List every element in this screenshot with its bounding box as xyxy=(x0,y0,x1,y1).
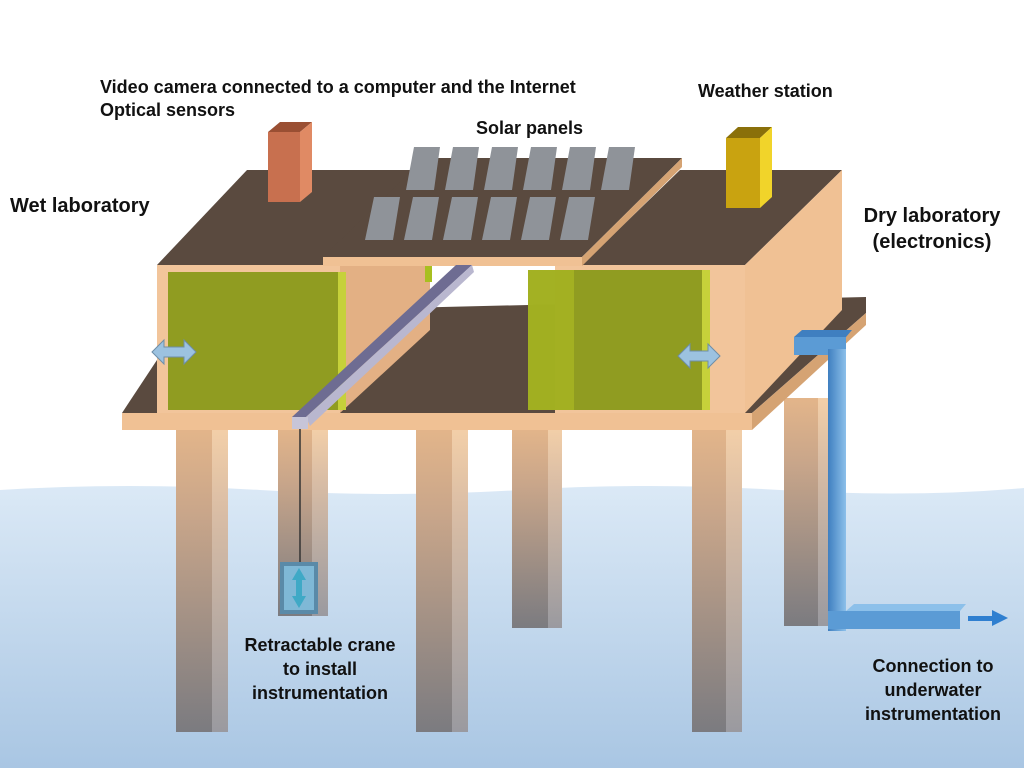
electronics-label: (electronics) xyxy=(872,231,992,253)
crane-label-line1: Retractable crane xyxy=(244,635,396,655)
flow-arrow-icon xyxy=(968,610,1008,626)
weather-station-label: Weather station xyxy=(698,81,833,101)
solar-panels-label: Solar panels xyxy=(476,118,584,138)
crane-label-line3: instrumentation xyxy=(251,683,388,703)
solar-panels xyxy=(365,147,635,240)
connection-label-line3: instrumentation xyxy=(864,704,1001,724)
dry-laboratory xyxy=(528,170,842,413)
double-arrow-icon xyxy=(151,338,721,370)
connection-label-line2: underwater xyxy=(884,680,982,700)
weather-station-box xyxy=(726,127,772,208)
video-camera-box xyxy=(268,122,312,202)
crane-label-line2: to install xyxy=(282,659,357,679)
camera-label: Video camera connected to a computer and… xyxy=(100,77,576,97)
platform-legs xyxy=(176,398,830,732)
retractable-crane xyxy=(280,265,474,614)
wet-laboratory-label: Wet laboratory xyxy=(10,195,150,217)
instrument-pipe xyxy=(794,330,966,631)
dry-laboratory-label: Dry laboratory xyxy=(863,205,1001,227)
connection-label-line1: Connection to xyxy=(872,656,994,676)
optical-sensors-label: Optical sensors xyxy=(100,100,236,120)
